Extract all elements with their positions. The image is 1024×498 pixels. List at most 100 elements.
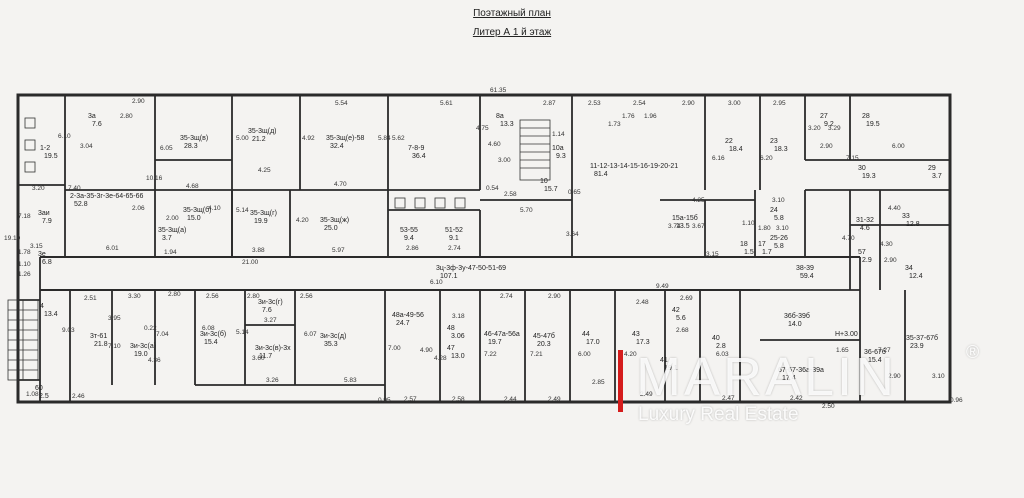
- dimension-label: 3.00: [498, 157, 511, 164]
- dimension-label: 2.74: [500, 293, 513, 300]
- dimension-label: 3.20: [32, 185, 45, 192]
- dimension-label: 5.83: [344, 377, 357, 384]
- room-label: 24: [770, 207, 778, 214]
- room-area: 19.7: [488, 339, 502, 346]
- room-area: 13.5: [676, 223, 690, 230]
- room-label: 25-26: [770, 235, 788, 242]
- dimension-label: 4.10: [208, 205, 221, 212]
- room-label: 3ц-3ф-3у-47-50-51-69: [436, 265, 506, 272]
- dimension-label: 3.60: [252, 355, 265, 362]
- dimension-label: 5.54: [335, 100, 348, 107]
- dimension-label: 2.90: [548, 293, 561, 300]
- dimension-label: 6.03: [716, 351, 729, 358]
- room-area: 3.7: [162, 235, 172, 242]
- room-label: 51-52: [445, 227, 463, 234]
- dimension-label: 4.90: [420, 347, 433, 354]
- room-r3132: 31-324.6: [856, 217, 874, 232]
- room-r789: 7-8-936.4: [408, 145, 426, 160]
- room-area: 3.06: [451, 333, 465, 340]
- room-label: 17: [758, 241, 766, 248]
- room-area: 1.5: [744, 249, 754, 256]
- room-area: 2.9: [862, 257, 872, 264]
- room-label: 35-3щ(г): [250, 210, 277, 217]
- room-area: 14.0: [788, 321, 802, 328]
- room-area: 5.8: [774, 243, 784, 250]
- room-area: 15.7: [544, 186, 558, 193]
- dimension-label: 4.60: [488, 141, 501, 148]
- dimension-label: 6.01: [106, 245, 119, 252]
- room-area: 25.0: [324, 225, 338, 232]
- room-r17: 171.7: [758, 241, 772, 256]
- room-r3sd: 3и-3с(д)35.3: [320, 333, 346, 348]
- dimension-label: 7.27: [878, 347, 891, 354]
- dimension-label: 2.86: [406, 245, 419, 252]
- dimension-label: 3.15: [30, 243, 43, 250]
- dimension-label: 6.00: [892, 143, 905, 150]
- room-label: 36б-39б: [784, 312, 810, 320]
- dimension-label: 1.10: [742, 220, 755, 227]
- room-label: 36-67б: [864, 348, 886, 356]
- room-label: 18: [740, 241, 748, 248]
- dimension-label: 6.08: [202, 325, 215, 332]
- dimension-label: 3.30: [128, 293, 141, 300]
- dimension-label: 2.85: [592, 379, 605, 386]
- room-r4: 413.4: [40, 303, 58, 318]
- total-length: 61.35: [490, 87, 507, 94]
- height-mark: H+3.00: [835, 331, 858, 338]
- room-area: 17.3: [636, 339, 650, 346]
- room-r35shv: 35-3щ(в)28.3: [180, 135, 208, 150]
- building-outline: [16, 93, 952, 404]
- dimension-label: 3.10: [932, 373, 945, 380]
- dimension-label: 1.80: [758, 225, 771, 232]
- room-label: 3а: [88, 113, 96, 120]
- dimension-label: 2.74: [448, 245, 461, 252]
- room-r57: 572.9: [858, 249, 872, 264]
- dimension-label: 1.65: [836, 347, 849, 354]
- room-r40: 402.8: [712, 335, 726, 350]
- dimension-label: 2.53: [588, 100, 601, 107]
- room-label: 57: [858, 249, 866, 256]
- room-label: 7-8-9: [408, 145, 424, 152]
- dimension-label: 3.88: [252, 247, 265, 254]
- room-area: 19.5: [866, 121, 880, 128]
- dimension-label: 4.92: [302, 135, 315, 142]
- room-label: 31-32: [856, 217, 874, 224]
- dimension-label: 2.44: [504, 396, 517, 403]
- dimension-label: 3.74: [668, 223, 681, 230]
- dimension-label: 3.10: [776, 225, 789, 232]
- room-label: 10: [540, 178, 548, 185]
- dimension-label: 2.57: [404, 396, 417, 403]
- dimension-label: 2.46: [72, 393, 85, 400]
- dimension-label: 1.10: [18, 261, 31, 268]
- room-area: 7.9: [42, 218, 52, 225]
- dimension-label: 1.94: [164, 249, 177, 256]
- dimension-label: 2.06: [132, 205, 145, 212]
- dimension-label: 3.27: [264, 317, 277, 324]
- dimension-label: 2.68: [676, 327, 689, 334]
- room-area: 11.7: [259, 353, 272, 360]
- dimension-label: 3.26: [266, 377, 279, 384]
- dimension-label: 4.28: [434, 355, 447, 362]
- dimension-label: 4.70: [334, 181, 347, 188]
- room-r42: 425.6: [672, 307, 686, 322]
- room-label: 40: [712, 335, 720, 342]
- room-area: 19.0: [134, 351, 148, 358]
- room-label: 29: [928, 165, 936, 172]
- dimension-label: 5.97: [332, 247, 345, 254]
- dimension-label: 10.16: [146, 175, 163, 182]
- dimension-label: 7.15: [846, 155, 859, 162]
- room-area: 17.4: [782, 375, 796, 382]
- room-area: 4.6: [860, 225, 870, 232]
